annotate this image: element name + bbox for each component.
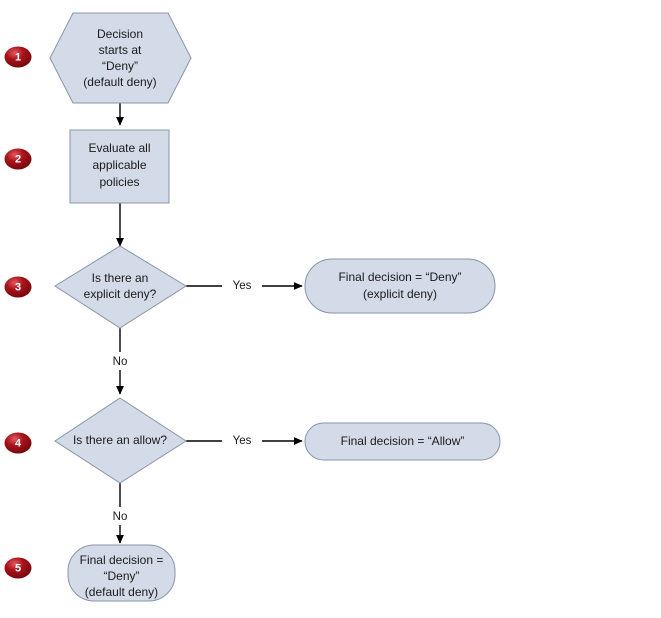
edge-explicit-deny-yes: Yes bbox=[186, 280, 303, 292]
edge-group: Yes No Yes No bbox=[113, 103, 303, 544]
badge-number: 5 bbox=[15, 562, 21, 574]
step-badge-5[interactable]: 5 bbox=[4, 557, 32, 579]
diamond-shape bbox=[54, 245, 187, 329]
node-final-decision-deny-explicit[interactable]: Final decision = “Deny” (explicit deny) bbox=[304, 258, 496, 314]
node-text-line: Decision bbox=[97, 27, 143, 41]
node-text-line: (default deny) bbox=[85, 585, 158, 599]
edge-label-no: No bbox=[113, 511, 128, 523]
rounded-rectangle-shape bbox=[304, 422, 501, 461]
badge-number: 1 bbox=[15, 51, 21, 63]
node-text-line: starts at bbox=[99, 43, 142, 57]
edge-label-yes: Yes bbox=[233, 435, 252, 447]
node-text-line: policies bbox=[99, 175, 139, 189]
node-final-decision-allow[interactable]: Final decision = “Allow” bbox=[304, 422, 501, 461]
step-badge-2[interactable]: 2 bbox=[4, 148, 32, 170]
badge-number: 4 bbox=[15, 437, 22, 449]
node-text-line: applicable bbox=[92, 158, 146, 172]
rectangle-shape bbox=[69, 129, 170, 204]
node-text-line: (default deny) bbox=[83, 75, 156, 89]
edge-allow-no: No bbox=[113, 483, 128, 544]
step-badge-4[interactable]: 4 bbox=[4, 432, 32, 454]
node-text-line: Is there an allow? bbox=[73, 433, 167, 447]
badge-number: 2 bbox=[15, 153, 21, 165]
step-badge-group: 1 2 3 4 5 bbox=[4, 46, 32, 579]
node-decision-start[interactable]: Decision starts at “Deny” (default deny) bbox=[49, 12, 192, 104]
node-text-line: (explicit deny) bbox=[363, 287, 437, 301]
node-evaluate-policies[interactable]: Evaluate all applicable policies bbox=[69, 129, 170, 204]
badge-circle-icon bbox=[4, 148, 32, 170]
node-text-line: Evaluate all bbox=[88, 141, 150, 155]
badge-circle-icon bbox=[4, 276, 32, 298]
edge-label-no: No bbox=[113, 356, 128, 368]
node-is-there-allow[interactable]: Is there an allow? bbox=[54, 397, 187, 484]
step-badge-1[interactable]: 1 bbox=[4, 46, 32, 68]
edge-explicit-deny-no: No bbox=[113, 328, 128, 395]
node-text-line: explicit deny? bbox=[84, 287, 157, 301]
node-final-decision-deny-default[interactable]: Final decision = “Deny” (default deny) bbox=[67, 544, 176, 602]
diamond-shape bbox=[54, 397, 187, 484]
badge-number: 3 bbox=[15, 281, 21, 293]
step-badge-3[interactable]: 3 bbox=[4, 276, 32, 298]
node-is-explicit-deny[interactable]: Is there an explicit deny? bbox=[54, 245, 187, 329]
hexagon-shape bbox=[49, 12, 192, 104]
badge-circle-icon bbox=[4, 557, 32, 579]
node-text-line: “Deny” bbox=[102, 59, 138, 73]
edge-allow-yes: Yes bbox=[186, 435, 303, 447]
rounded-rectangle-shape bbox=[304, 258, 496, 314]
node-text-line: Final decision = “Deny” bbox=[338, 270, 461, 284]
node-text-line: Final decision = “Allow” bbox=[341, 434, 465, 448]
node-text-line: Is there an bbox=[92, 271, 149, 285]
badge-circle-icon bbox=[4, 46, 32, 68]
badge-circle-icon bbox=[4, 432, 32, 454]
edge-label-yes: Yes bbox=[233, 280, 252, 292]
node-text-line: “Deny” bbox=[103, 569, 139, 583]
rounded-rectangle-shape bbox=[67, 544, 176, 602]
node-text-line: Final decision = bbox=[80, 553, 164, 567]
